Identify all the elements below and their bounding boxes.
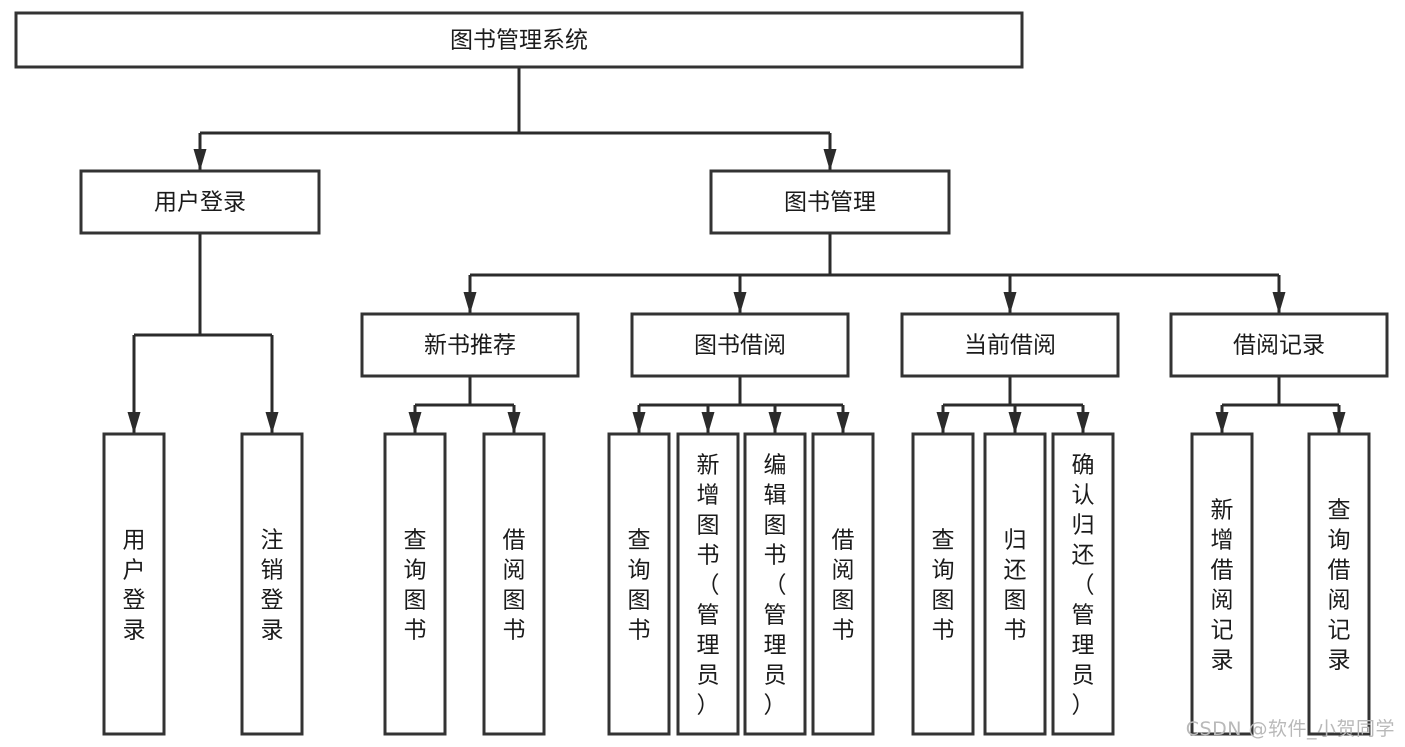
node-label-leaf-return-book: 归还图书 [1004,527,1027,643]
node-label-leaf-user-login: 用户登录 [123,527,146,643]
node-leaf-add-record[interactable]: 新增借阅记录 [1190,432,1254,736]
arrowhead-bb-1 [701,412,715,434]
arrowhead-br-0 [1215,412,1229,434]
node-leaf-user-login[interactable]: 用户登录 [102,432,166,736]
arrowhead-bb-0 [632,412,646,434]
node-leaf-query-book-nbr[interactable]: 查询图书 [383,432,447,736]
arrowhead-bookmanage-3 [1272,292,1286,314]
node-user-login[interactable]: 用户登录 [79,169,321,235]
node-label-leaf-borrow-book-bb: 借阅图书 [832,527,855,643]
node-label-leaf-query-book-nbr: 查询图书 [404,527,427,643]
arrowhead-bookmanage-0 [463,292,477,314]
node-label-borrow-record: 借阅记录 [1233,333,1325,359]
node-label-root: 图书管理系统 [450,28,588,54]
node-label-book-manage: 图书管理 [784,190,876,216]
node-book-manage[interactable]: 图书管理 [709,169,951,235]
node-label-leaf-add-record: 新增借阅记录 [1211,497,1234,673]
node-label-user-login: 用户登录 [154,190,246,216]
node-box-leaf-query-record [1307,432,1371,736]
arrowhead-root-0 [193,149,207,171]
node-box-user-login [79,169,321,235]
node-box-leaf-return-book [983,432,1047,736]
node-leaf-logout[interactable]: 注销登录 [240,432,304,736]
node-box-book-borrow [630,312,850,378]
node-leaf-edit-book[interactable]: 编辑图书（管理员） [743,432,807,736]
node-new-book-recommend[interactable]: 新书推荐 [360,312,580,378]
arrowhead-br-1 [1332,412,1346,434]
arrowhead-bb-2 [768,412,782,434]
node-leaf-add-book[interactable]: 新增图书（管理员） [676,432,740,736]
node-label-new-book-recommend: 新书推荐 [424,333,516,359]
node-box-root [14,11,1024,69]
node-box-leaf-query-book-nbr [383,432,447,736]
node-label-leaf-borrow-book-nbr: 借阅图书 [503,527,526,643]
arrowhead-nbr-1 [507,412,521,434]
node-leaf-confirm-return[interactable]: 确认归还（管理员） [1051,432,1115,736]
node-leaf-query-book-bb[interactable]: 查询图书 [607,432,671,736]
node-label-leaf-edit-book: 编辑图书（管理员） [764,452,787,718]
node-box-book-manage [709,169,951,235]
node-box-leaf-logout [240,432,304,736]
node-label-book-borrow: 图书借阅 [694,333,786,359]
node-box-leaf-add-record [1190,432,1254,736]
node-box-current-borrow [900,312,1120,378]
node-leaf-query-book-cb[interactable]: 查询图书 [911,432,975,736]
arrowhead-userlogin-1 [265,412,279,434]
node-box-leaf-query-book-bb [607,432,671,736]
arrowhead-cb-1 [1008,412,1022,434]
csdn-watermark: CSDN @软件_小贺同学 [1185,718,1395,740]
node-box-leaf-borrow-book-bb [811,432,875,736]
diagram-nodes-layer: 图书管理系统用户登录图书管理新书推荐图书借阅当前借阅借阅记录用户登录注销登录查询… [14,11,1389,736]
arrowhead-userlogin-0 [127,412,141,434]
node-label-leaf-query-book-cb: 查询图书 [932,527,955,643]
node-label-leaf-add-book: 新增图书（管理员） [697,452,720,718]
node-box-leaf-confirm-return [1051,432,1115,736]
node-root[interactable]: 图书管理系统 [14,11,1024,69]
node-current-borrow[interactable]: 当前借阅 [900,312,1120,378]
node-borrow-record[interactable]: 借阅记录 [1169,312,1389,378]
node-leaf-query-record[interactable]: 查询借阅记录 [1307,432,1371,736]
node-box-borrow-record [1169,312,1389,378]
node-box-leaf-add-book [676,432,740,736]
arrowhead-nbr-0 [408,412,422,434]
arrowhead-cb-0 [936,412,950,434]
node-leaf-return-book[interactable]: 归还图书 [983,432,1047,736]
node-label-leaf-query-book-bb: 查询图书 [628,527,651,643]
node-label-leaf-logout: 注销登录 [261,527,284,643]
node-box-new-book-recommend [360,312,580,378]
connector-lines-layer [127,67,1346,434]
node-leaf-borrow-book-nbr[interactable]: 借阅图书 [482,432,546,736]
node-label-leaf-confirm-return: 确认归还（管理员） [1072,452,1095,718]
arrowhead-bookmanage-1 [733,292,747,314]
arrowhead-cb-2 [1076,412,1090,434]
node-leaf-borrow-book-bb[interactable]: 借阅图书 [811,432,875,736]
node-box-leaf-borrow-book-nbr [482,432,546,736]
arrowhead-root-1 [823,149,837,171]
node-label-leaf-query-record: 查询借阅记录 [1328,497,1351,673]
node-box-leaf-query-book-cb [911,432,975,736]
arrowhead-bb-3 [836,412,850,434]
arrowhead-bookmanage-2 [1003,292,1017,314]
node-box-leaf-user-login [102,432,166,736]
node-box-leaf-edit-book [743,432,807,736]
node-label-current-borrow: 当前借阅 [964,333,1056,359]
node-book-borrow[interactable]: 图书借阅 [630,312,850,378]
